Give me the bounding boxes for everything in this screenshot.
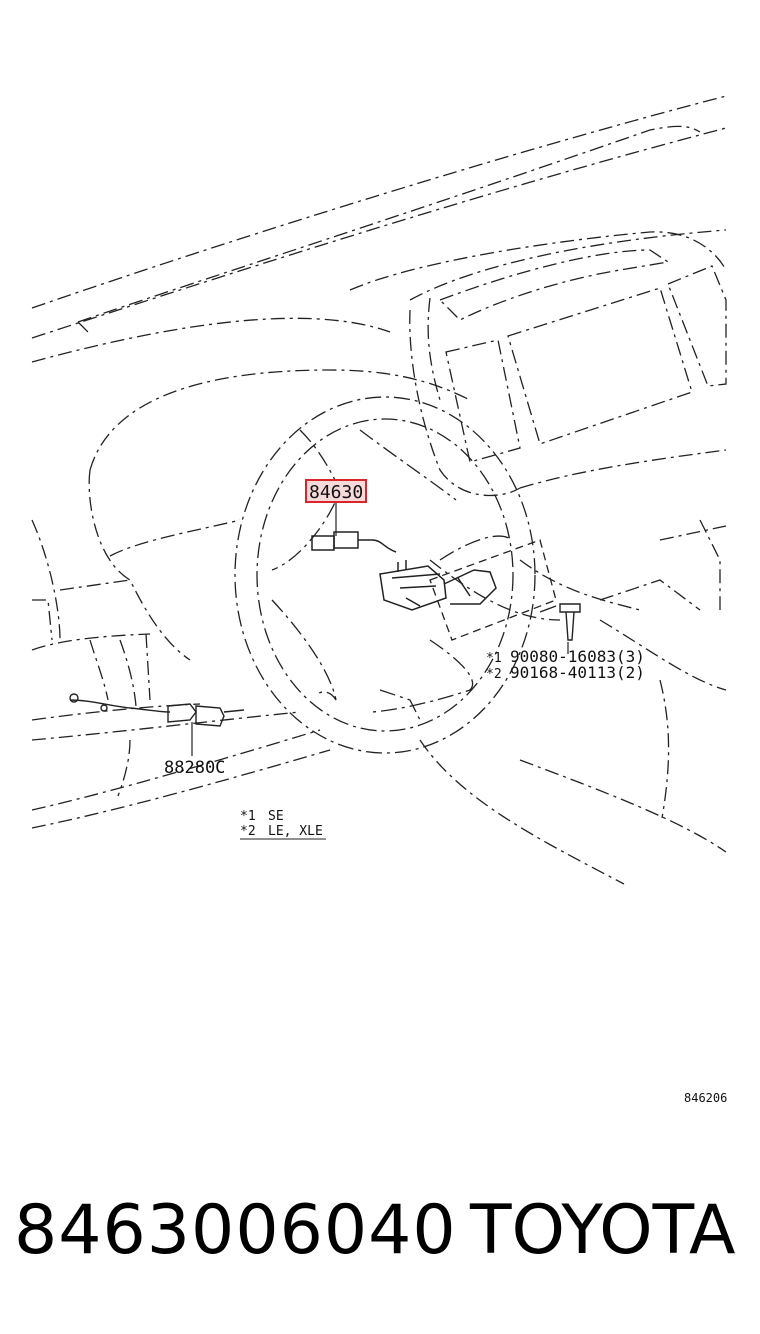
- note-1-text: SE: [268, 809, 284, 824]
- lower-dash-outline: [419, 519, 727, 885]
- footer: 8463006040 TOYOTA: [0, 1186, 760, 1276]
- left-panel-outline: [31, 519, 331, 829]
- note-2-mark: *2: [240, 824, 256, 839]
- notes-legend: *1 SE *2 LE, XLE: [240, 809, 326, 840]
- bolt-2-mark: *2: [486, 667, 502, 682]
- figure-id: 846206: [684, 1091, 727, 1105]
- callout-84630[interactable]: 84630: [309, 482, 363, 503]
- center-panel-outline: [409, 249, 727, 497]
- callout-bolt-2[interactable]: 90168-40113(2): [510, 663, 645, 682]
- note-1-mark: *1: [240, 809, 256, 824]
- cluster-hood-outline: [59, 369, 471, 661]
- callout-88280c[interactable]: 88280C: [164, 758, 225, 778]
- brand-name: TOYOTA: [470, 1191, 736, 1270]
- connector-wire: [69, 693, 245, 727]
- steering-wheel: [234, 396, 536, 754]
- callout-bolt-1[interactable]: 90080-16083(3): [510, 647, 645, 666]
- part-number: 8463006040: [14, 1191, 457, 1270]
- bolt-1-mark: *1: [486, 651, 502, 666]
- highlight-box: [305, 479, 367, 503]
- leader-lines: [191, 500, 569, 756]
- dashboard-outline: [31, 95, 727, 363]
- dash-box: [429, 539, 557, 641]
- note-2-text: LE, XLE: [268, 824, 323, 839]
- bolt: [539, 603, 581, 641]
- switch-assembly: [311, 531, 497, 611]
